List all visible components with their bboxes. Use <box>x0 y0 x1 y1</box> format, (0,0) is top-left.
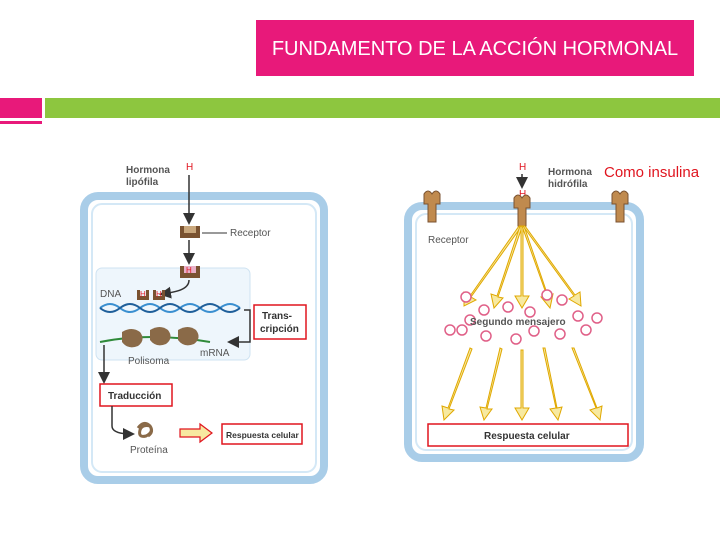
right-signal-arrows-top <box>463 225 582 310</box>
left-complex-letter: H <box>186 266 192 275</box>
right-hormone-letter-top: H <box>519 162 526 173</box>
slide-title-box: FUNDAMENTO DE LA ACCIÓN HORMONAL <box>256 20 694 76</box>
right-response-box <box>427 423 629 447</box>
left-translation-label: Traducción <box>108 391 161 402</box>
left-cell-inner <box>91 203 317 473</box>
right-receptor-right <box>611 190 629 223</box>
left-hormone-label-2: lipófila <box>126 177 159 188</box>
left-cell-outer <box>80 192 328 484</box>
right-receptor-label: Receptor <box>428 235 469 246</box>
left-protein-label: Proteína <box>130 445 168 456</box>
left-mrna-label: mRNA <box>200 348 230 359</box>
right-second-messenger-circles <box>444 289 603 345</box>
right-response-label: Respuesta celular <box>484 431 570 442</box>
decor-bar-green <box>45 98 720 118</box>
right-receptor-center <box>513 194 531 227</box>
decor-bar-pink-thin <box>0 121 42 124</box>
left-transcription-label-1: Trans- <box>262 311 292 322</box>
left-transcription-box <box>253 304 307 340</box>
right-signal-arrows-bottom <box>441 347 603 422</box>
right-hormone-label-1: Hormona <box>548 167 592 178</box>
insulin-annotation: Como insulina <box>604 164 700 181</box>
left-translation-box <box>99 383 173 407</box>
right-hormone-label-2: hidrófila <box>548 179 588 190</box>
left-hormone-label-1: Hormona <box>126 165 170 176</box>
left-polysome-ribosomes <box>99 327 211 348</box>
left-receptor-label: Receptor <box>230 228 271 239</box>
right-panel: H H Hormona hidrófila Receptor <box>404 162 644 462</box>
left-dna-label: DNA <box>100 289 121 300</box>
left-arrow-to-dna <box>159 279 190 299</box>
left-hormone-letter: H <box>186 162 193 173</box>
left-dna-bound-receptors: H H <box>137 290 165 300</box>
left-nucleus <box>95 267 251 361</box>
slide-title: FUNDAMENTO DE LA ACCIÓN HORMONAL <box>271 38 679 60</box>
left-arrow-to-protein <box>111 406 135 440</box>
svg-text:H: H <box>140 290 146 299</box>
left-hormone-receptor-complex <box>180 266 200 278</box>
left-protein-icon <box>136 421 154 438</box>
svg-text:H: H <box>156 290 162 299</box>
decor-bar-pink <box>0 98 42 118</box>
left-receptor-icon <box>180 226 200 238</box>
left-polysome-label: Polisoma <box>128 356 170 367</box>
left-panel: Hormona lipófila H Receptor H DNA H H <box>80 162 328 484</box>
left-response-label: Respuesta celular <box>226 430 299 440</box>
left-transcription-label-2: cripción <box>260 324 299 335</box>
right-receptor-left <box>423 190 441 223</box>
left-response-arrow <box>179 422 213 444</box>
right-second-messenger-label: Segundo mensajero <box>470 317 566 328</box>
left-response-box <box>221 423 303 445</box>
left-dna-helix <box>99 303 241 313</box>
right-hormone-letter-bound: H <box>519 189 526 200</box>
left-transcription-arrow <box>227 309 251 348</box>
